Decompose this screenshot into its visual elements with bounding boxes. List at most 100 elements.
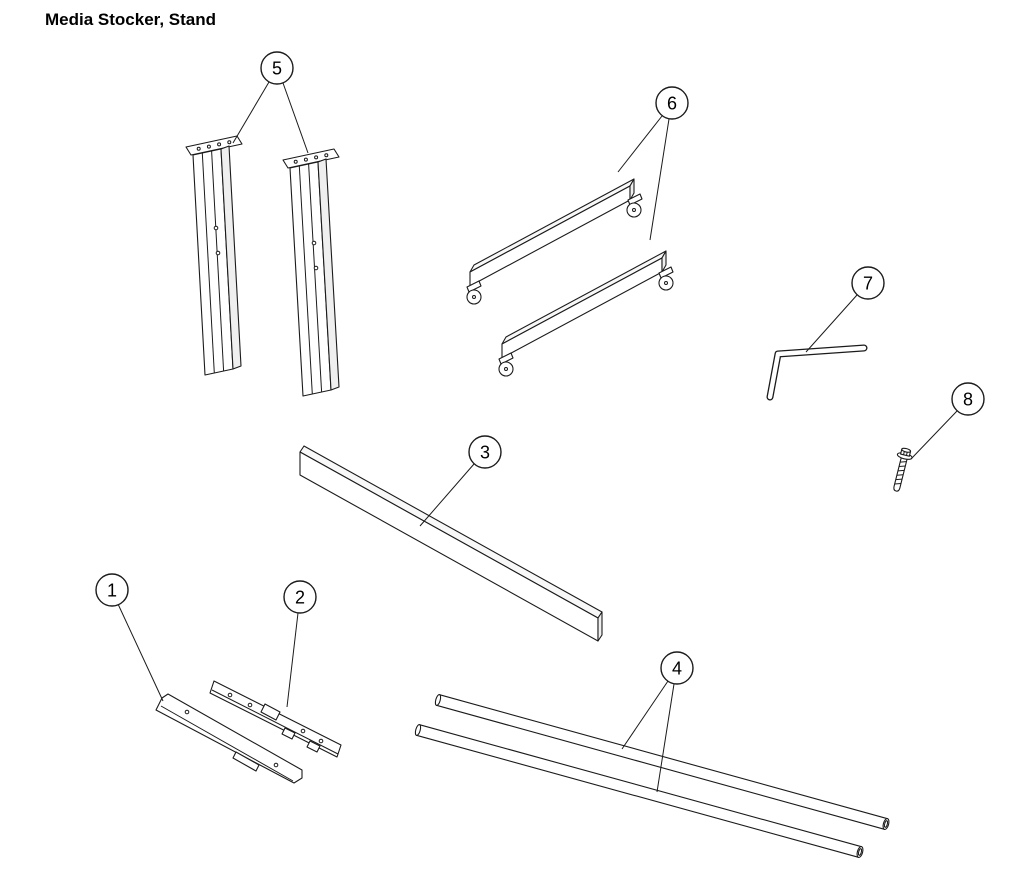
extrusion-groove	[298, 165, 313, 395]
callout-7-leader	[805, 294, 858, 353]
callout-7: 7	[851, 266, 885, 300]
plate-bend-line	[160, 705, 294, 782]
rod-bore	[857, 848, 863, 856]
callout-7-number: 7	[863, 274, 873, 294]
callout-2-leader	[286, 612, 299, 708]
callout-1: 1	[95, 573, 129, 607]
bracket-notch	[306, 740, 321, 753]
flange-hole	[217, 142, 222, 147]
beam-top	[299, 445, 603, 619]
foot-bar-front	[469, 185, 631, 287]
part-1-bracket-plate	[155, 693, 303, 784]
part-3-cross-beam	[299, 445, 603, 642]
bracket-hole	[227, 692, 233, 698]
screw-threads	[894, 461, 907, 485]
bracket-hole	[318, 738, 324, 744]
part-6-foot-bars	[466, 178, 674, 377]
callout-4-number: 4	[672, 659, 682, 679]
part-5-columns	[185, 135, 340, 397]
caster-hub	[664, 281, 668, 285]
foot-bar-top	[469, 178, 635, 273]
foot-bar-top	[501, 250, 667, 345]
callout-8-number: 8	[963, 390, 973, 410]
rod-lower	[414, 724, 864, 858]
column-left	[185, 135, 243, 376]
beam-end	[597, 611, 603, 642]
rod-end-cap	[434, 694, 442, 706]
plate-hole	[273, 762, 279, 768]
caster-hub	[632, 208, 636, 212]
callout-8-leader	[910, 410, 958, 460]
callouts: 1 2 3 4 5 6 7	[95, 51, 985, 685]
callout-3-number: 3	[480, 443, 490, 463]
bracket-hole	[300, 728, 306, 734]
callout-5-leader-a	[232, 81, 270, 144]
part-4-support-rods	[414, 694, 890, 858]
plate-outline	[155, 693, 303, 784]
column-hole	[313, 265, 319, 271]
callout-2-number: 2	[295, 588, 305, 608]
extrusion-groove	[201, 152, 215, 374]
callout-5: 5	[260, 51, 294, 85]
caster-plate	[658, 266, 674, 279]
foot-bar-end	[661, 250, 667, 273]
column-right-side	[317, 158, 340, 391]
caster-hub	[504, 367, 508, 371]
caster-plate	[627, 193, 643, 206]
diagram-title: Media Stocker, Stand	[45, 10, 216, 29]
callout-5-leader-b	[282, 82, 309, 154]
bracket-hole	[247, 702, 253, 708]
beam-front	[299, 451, 599, 642]
part-2-latch-bracket	[209, 680, 342, 758]
column-hole	[215, 250, 221, 256]
callout-3-leader	[419, 463, 475, 527]
plate-hole	[184, 709, 190, 715]
flange-hole	[303, 157, 308, 162]
part-8-flange-screw	[893, 447, 913, 492]
bracket-bend-line	[211, 689, 339, 755]
column-hole	[213, 225, 219, 231]
callout-4-leader-a	[621, 680, 669, 750]
column-left-side	[220, 145, 242, 370]
rod-end-cap	[414, 724, 422, 736]
extrusion-groove	[308, 163, 323, 393]
callout-5-number: 5	[272, 59, 282, 79]
flange-hole	[293, 159, 298, 164]
callout-4-leader-b	[656, 683, 675, 793]
callout-6-leader-b	[649, 118, 670, 241]
callout-8: 8	[951, 382, 985, 416]
caster-plate	[466, 280, 482, 293]
bracket-notch-middle	[260, 703, 281, 721]
flange-hole	[314, 155, 319, 160]
extrusion-groove	[211, 150, 225, 372]
foot-bar-front-unit	[498, 250, 674, 377]
part-7-hex-key	[766, 344, 868, 401]
callout-6: 6	[655, 86, 689, 120]
callout-1-leader	[117, 603, 164, 702]
screw-head-top	[901, 447, 912, 453]
hex-key-fill	[767, 345, 867, 400]
flange-hole	[324, 153, 329, 158]
callout-6-leader-a	[617, 115, 663, 173]
column-hole	[311, 240, 317, 246]
callout-3: 3	[468, 435, 502, 469]
caster-hub	[472, 295, 476, 299]
flange-hole	[206, 144, 211, 149]
rod-body	[415, 724, 863, 858]
caster-plate	[498, 352, 514, 365]
foot-bar-rear	[466, 178, 643, 305]
bracket-notch	[281, 727, 296, 740]
callout-6-number: 6	[667, 94, 677, 114]
foot-bar-front	[501, 257, 663, 359]
screw-shank	[893, 455, 908, 492]
callout-4: 4	[660, 651, 694, 685]
flange-hole	[227, 140, 232, 145]
callout-2: 2	[283, 580, 317, 614]
leader-lines	[117, 81, 958, 793]
rod-bore	[883, 820, 889, 828]
foot-bar-end	[629, 178, 635, 201]
callout-1-number: 1	[107, 581, 117, 601]
flange-hole	[196, 146, 201, 151]
